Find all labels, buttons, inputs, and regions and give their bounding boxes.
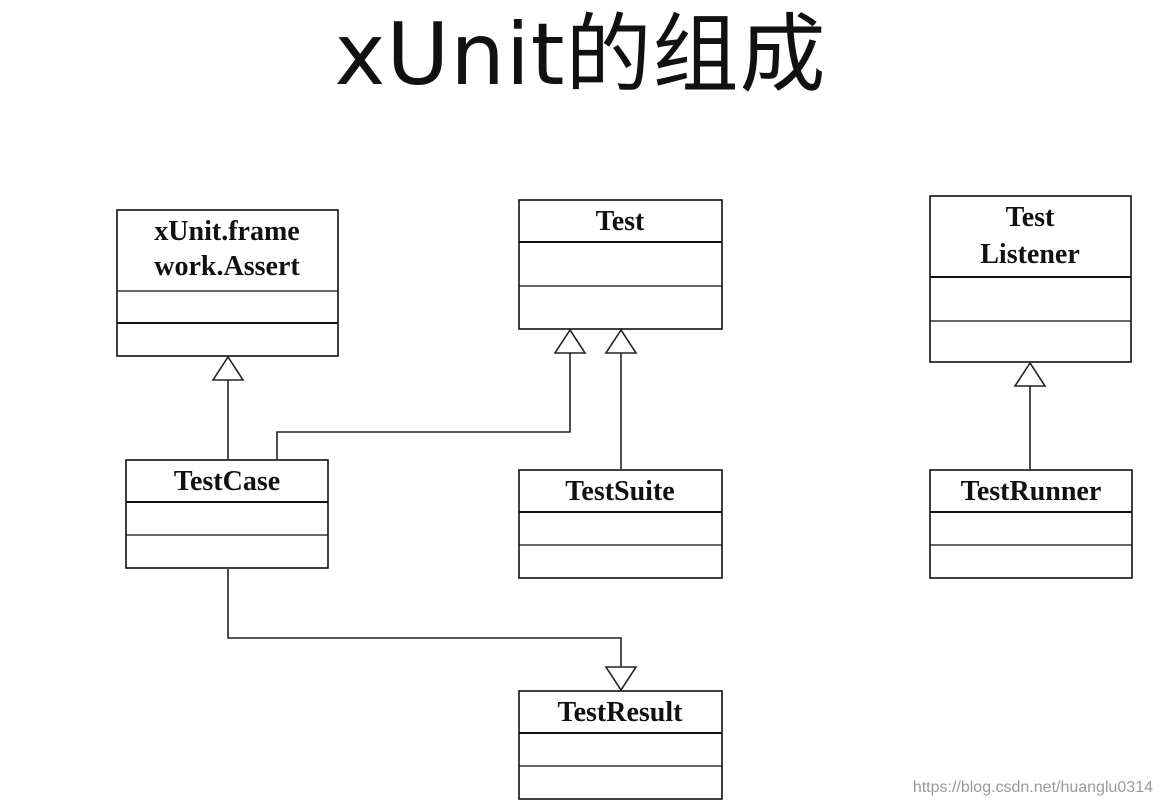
class-testcase: TestCase xyxy=(125,459,329,569)
class-box xyxy=(929,469,1133,579)
inheritance-arrow-test-left xyxy=(553,328,587,354)
edge-testcase-to-test xyxy=(276,353,571,459)
inheritance-arrow-assert xyxy=(211,355,245,381)
class-name: TestCase xyxy=(174,466,280,497)
class-name-line1: Test xyxy=(1006,202,1055,233)
class-testresult: TestResult xyxy=(518,690,723,800)
class-test-listener: Test Listener xyxy=(929,195,1132,363)
class-testrunner: TestRunner xyxy=(929,469,1133,579)
class-name: TestRunner xyxy=(961,476,1102,507)
class-box xyxy=(116,209,339,357)
class-box xyxy=(125,459,329,569)
connectors xyxy=(211,328,1047,692)
edge-testcase-to-testresult xyxy=(227,569,622,667)
class-testsuite: TestSuite xyxy=(518,469,723,579)
inheritance-arrow-testresult xyxy=(604,666,638,692)
class-box xyxy=(929,195,1132,363)
inheritance-arrow-test-right xyxy=(604,328,638,354)
class-name-line2: Listener xyxy=(980,239,1080,270)
class-box xyxy=(518,690,723,800)
class-name: Test xyxy=(596,206,645,237)
class-name-line2: work.Assert xyxy=(154,251,300,282)
class-assert: xUnit.frame work.Assert xyxy=(116,209,339,357)
class-test: Test xyxy=(518,199,723,330)
class-name-line1: xUnit.frame xyxy=(154,216,299,247)
page-title: xUnit的组成 xyxy=(334,5,827,105)
class-name: TestSuite xyxy=(565,476,674,507)
class-box xyxy=(518,469,723,579)
class-name: TestResult xyxy=(558,697,684,728)
class-box xyxy=(518,199,723,330)
inheritance-arrow-listener xyxy=(1013,361,1047,387)
watermark-url: https://blog.csdn.net/huanglu0314 xyxy=(912,779,1153,796)
